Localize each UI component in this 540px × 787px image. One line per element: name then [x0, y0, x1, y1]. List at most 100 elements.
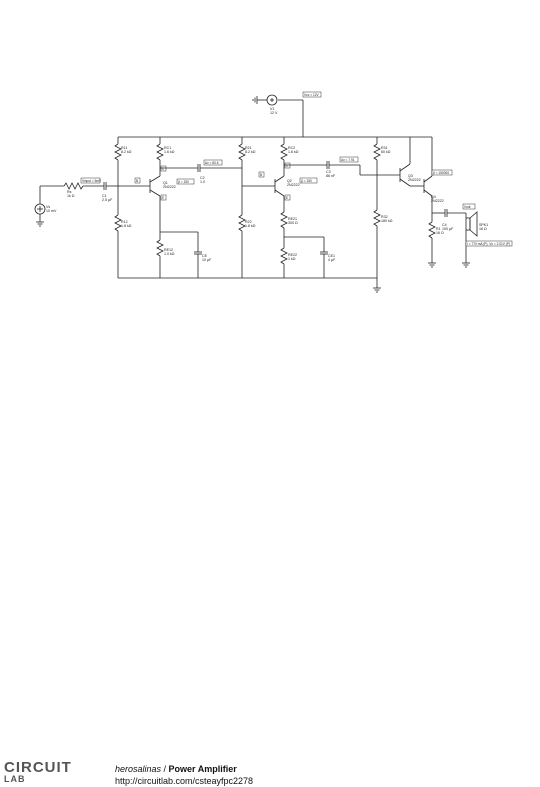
label-r32-value: 180 kΩ: [381, 219, 393, 223]
resistor-r21: R21 8.2 kΩ: [238, 137, 256, 215]
tag-b: B: [136, 179, 138, 183]
label-c4: C4: [442, 223, 447, 227]
label-q3-model: 2N2222: [408, 178, 421, 182]
resistor-r22: R22 1.8 kΩ: [238, 214, 256, 278]
label-r22-value: 1.8 kΩ: [245, 224, 256, 228]
capacitor-c3: C3 86 nF: [326, 161, 377, 178]
tag-c: C: [162, 167, 165, 171]
logo-line1: CIRCUIT: [4, 759, 72, 776]
tag-av1: Av = 80.6: [205, 161, 219, 165]
label-re12: RE12: [164, 248, 173, 252]
label-vs: Vs: [46, 205, 50, 209]
tag-e2: E: [286, 196, 288, 200]
speaker-spk1: SPK1 16 Ω: [462, 211, 488, 268]
label-c2: C2: [200, 176, 205, 180]
footer: CIRCUIT LAB herosalinas / Power Amplifie…: [0, 380, 540, 786]
label-v1-value: 12 V: [270, 111, 278, 115]
tag-vout: Vout: [464, 205, 470, 209]
transistor-q4: Q4 2N2222: [423, 175, 444, 203]
label-re21-value: 300 Ω: [288, 221, 298, 225]
label-re21: RE21: [288, 217, 297, 221]
label-spk1-value: 16 Ω: [479, 227, 487, 231]
circuit-url[interactable]: http://circuitlab.com/csteayfpc2278: [115, 776, 254, 786]
resistor-re12: RE12 1.0 kΩ: [156, 239, 175, 270]
label-r1-value: 16 Ω: [436, 231, 444, 235]
schematic: Vs 10 mV Rs 1k Ω Vinput = 5mV C1 2.5 µF …: [34, 91, 513, 293]
capacitor-ce: CE 10 µF: [194, 232, 212, 278]
transistor-q3: Q3 2N2222: [399, 163, 421, 187]
label-r31-value: 60 kΩ: [381, 150, 391, 154]
resistor-r11: R11 8.2 kΩ: [114, 137, 132, 186]
label-c3: C3: [326, 170, 331, 174]
resistor-r31: R31 60 kΩ: [373, 137, 391, 210]
label-ce1-value: 4 µF: [328, 258, 336, 262]
label-spk1: SPK1: [479, 223, 488, 227]
label-vs-value: 10 mV: [46, 209, 57, 213]
circuit-meta: herosalinas / Power Amplifier http://cir…: [115, 763, 253, 787]
label-ce1: CE1: [328, 254, 335, 258]
circuit-title: Power Amplifier: [168, 764, 237, 774]
label-q4: Q4: [431, 195, 436, 199]
resistor-r32: R32 180 kΩ: [373, 209, 393, 288]
source-v1: V1 12 V: [252, 94, 278, 115]
label-rs-value: 1k Ω: [67, 194, 75, 198]
label-rc2: RC2: [288, 146, 295, 150]
capacitor-c1: C1 2.5 µF: [100, 182, 118, 202]
label-q1-model: 2N2222: [163, 185, 176, 189]
tag-pout: I = 770 mA (P), Vo = 2.01V (P): [467, 242, 510, 246]
label-ce: CE: [202, 254, 208, 258]
label-re12-value: 1.0 kΩ: [164, 252, 175, 256]
tag-b2: B: [260, 173, 262, 177]
resistor-re22: RE22 1 kΩ: [280, 247, 297, 278]
label-r21-value: 8.2 kΩ: [245, 150, 256, 154]
resistor-rs: Rs 1k Ω: [63, 182, 100, 198]
label-q2: Q2: [287, 179, 292, 183]
label-ce-value: 10 µF: [202, 258, 212, 262]
author-link[interactable]: herosalinas: [115, 764, 162, 774]
label-c1-value: 2.5 µF: [102, 198, 113, 202]
title-separator: /: [161, 764, 169, 774]
label-rc1: RC1: [164, 146, 171, 150]
circuitlab-logo: CIRCUIT LAB: [4, 759, 104, 784]
label-r31: R31: [381, 146, 388, 150]
tag-beta1: β = 150: [178, 180, 189, 184]
label-r11: R11: [121, 146, 127, 150]
label-c3-value: 86 nF: [326, 174, 336, 178]
label-q3: Q3: [408, 174, 413, 178]
resistor-r1: R1 16 Ω: [428, 213, 444, 268]
label-c2-value: 1.0: [200, 180, 205, 184]
label-q1: Q1: [163, 181, 168, 185]
label-q2-model: 2N2222: [287, 183, 300, 187]
label-r11-value: 8.2 kΩ: [121, 150, 132, 154]
label-c1: C1: [102, 194, 107, 198]
capacitor-c4: C4 100 µF: [442, 209, 466, 231]
tag-e: E: [162, 196, 164, 200]
label-rs: Rs: [67, 190, 72, 194]
tag-c2: C: [286, 164, 289, 168]
source-vs: Vs 10 mV: [34, 185, 64, 227]
tag-vcc: Vcc = 12V: [304, 93, 319, 97]
label-re22-value: 1 kΩ: [288, 257, 296, 261]
label-v1: V1: [270, 107, 274, 111]
label-r32: R32: [381, 215, 388, 219]
transistor-q2: Q2 2N2222: [274, 175, 300, 197]
label-c4-value: 100 µF: [442, 227, 454, 231]
tag-beta3: β = 150000: [433, 171, 449, 175]
logo-line2: LAB: [4, 774, 26, 784]
label-q4-model: 2N2222: [431, 199, 444, 203]
label-r22: R22: [245, 220, 252, 224]
label-r1: R1: [436, 227, 441, 231]
transistor-q1: Q1 2N2222: [149, 175, 176, 197]
resistor-rc2: RC2 1.6 kΩ: [280, 137, 299, 176]
capacitor-c2: C2 1.0: [197, 164, 242, 184]
resistor-re21: RE21 300 Ω: [280, 211, 298, 248]
label-r21: R21: [245, 146, 252, 150]
label-r12: R12: [121, 220, 128, 224]
tag-av2: Av = 7.91: [341, 158, 355, 162]
resistor-r12: R12 1.8 kΩ: [114, 186, 132, 278]
label-rc2-value: 1.6 kΩ: [288, 150, 299, 154]
capacitor-ce1: CE1 4 µF: [320, 237, 336, 278]
label-rc1-value: 1.6 kΩ: [164, 150, 175, 154]
label-re22: RE22: [288, 253, 297, 257]
tag-vinput: Vinput = 5mV: [82, 179, 102, 183]
